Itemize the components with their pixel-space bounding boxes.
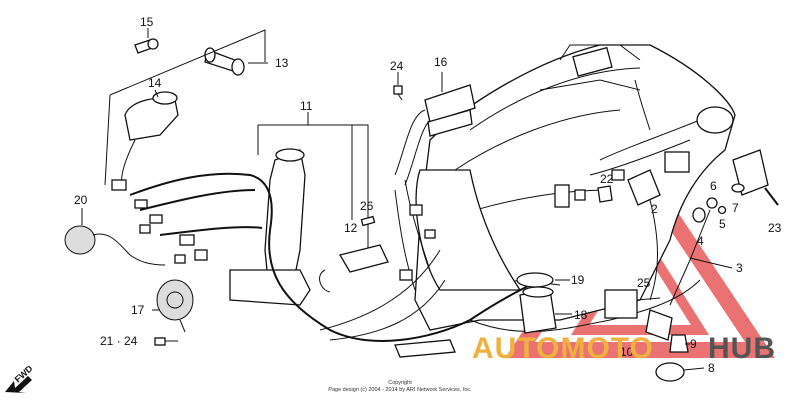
part-17-horn xyxy=(156,279,194,333)
watermark-text-b: HUB xyxy=(708,332,776,365)
callout-3: 3 xyxy=(736,261,743,275)
part-12-connector xyxy=(319,244,389,293)
bracket-11 xyxy=(258,124,369,250)
part-25-bracket xyxy=(604,289,661,319)
callout-24-top: 24 xyxy=(390,59,404,73)
part-15-key xyxy=(134,38,159,54)
callout-6: 6 xyxy=(710,179,717,193)
callout-12: 12 xyxy=(344,221,358,235)
callout-26: 26 xyxy=(360,199,374,213)
callout-16: 16 xyxy=(434,55,448,69)
part-26-clip xyxy=(360,215,376,227)
part-23-bolt xyxy=(764,187,779,206)
part-21-bolt xyxy=(154,337,178,346)
callout-20: 20 xyxy=(74,193,88,207)
part-3-cord xyxy=(669,209,733,306)
part-14-ignition-switch xyxy=(111,91,179,191)
leader-14 xyxy=(154,89,159,98)
part-7-relay xyxy=(731,149,769,196)
steering-column xyxy=(229,148,311,306)
callout-21-24: 21 · 24 xyxy=(100,334,138,348)
watermark-text: AUTOMOTO HUB xyxy=(472,332,776,365)
copyright-line-2: Page design (c) 2004 - 2014 by ARI Netwo… xyxy=(328,387,472,393)
callout-17: 17 xyxy=(131,303,145,317)
part-turn-relay xyxy=(664,151,690,173)
harness-connectors xyxy=(134,169,625,281)
part-8-bulb xyxy=(655,362,705,382)
frame-tab xyxy=(394,339,456,358)
callout-9: 9 xyxy=(690,337,697,351)
callout-8: 8 xyxy=(708,361,715,375)
callout-10: 10 xyxy=(620,345,634,359)
watermark-text-a: AUTOMOTO xyxy=(472,332,654,365)
part-6-grommet xyxy=(706,197,718,209)
callout-19: 19 xyxy=(571,273,585,287)
part-18-boot xyxy=(519,286,557,334)
part-16-regulator xyxy=(394,84,476,186)
wire-harness xyxy=(129,79,701,342)
callout-22: 22 xyxy=(600,172,614,186)
part-13-grip xyxy=(204,47,245,76)
callout-18: 18 xyxy=(574,308,588,322)
callout-7: 7 xyxy=(732,201,739,215)
fwd-arrow-icon: FWD xyxy=(5,363,35,393)
part-24-bolt xyxy=(393,85,403,101)
part-9-bulb xyxy=(669,334,689,353)
part-19-clamp xyxy=(516,272,554,288)
part-20-round xyxy=(64,225,166,266)
part-10-plug xyxy=(645,309,673,341)
part-4-washer xyxy=(692,207,706,223)
callout-13: 13 xyxy=(275,56,289,70)
callouts: 15 13 14 24 16 11 20 26 12 22 6 7 5 23 2… xyxy=(74,15,782,375)
callout-2: 2 xyxy=(651,202,658,216)
callout-15: 15 xyxy=(140,15,154,29)
part-taillight-lens xyxy=(696,106,734,134)
callout-5: 5 xyxy=(719,217,726,231)
callout-23: 23 xyxy=(768,221,782,235)
part-5-nut xyxy=(717,205,727,215)
bracket-13-left xyxy=(104,94,111,186)
bracket-13 xyxy=(109,29,266,96)
copyright-line-1: Copyright xyxy=(388,380,412,386)
callout-14: 14 xyxy=(148,76,162,90)
callout-11: 11 xyxy=(300,99,313,113)
part-2-cord xyxy=(627,169,661,301)
callout-25: 25 xyxy=(637,276,651,290)
part-22-socket xyxy=(597,185,613,203)
callout-4: 4 xyxy=(697,234,704,248)
